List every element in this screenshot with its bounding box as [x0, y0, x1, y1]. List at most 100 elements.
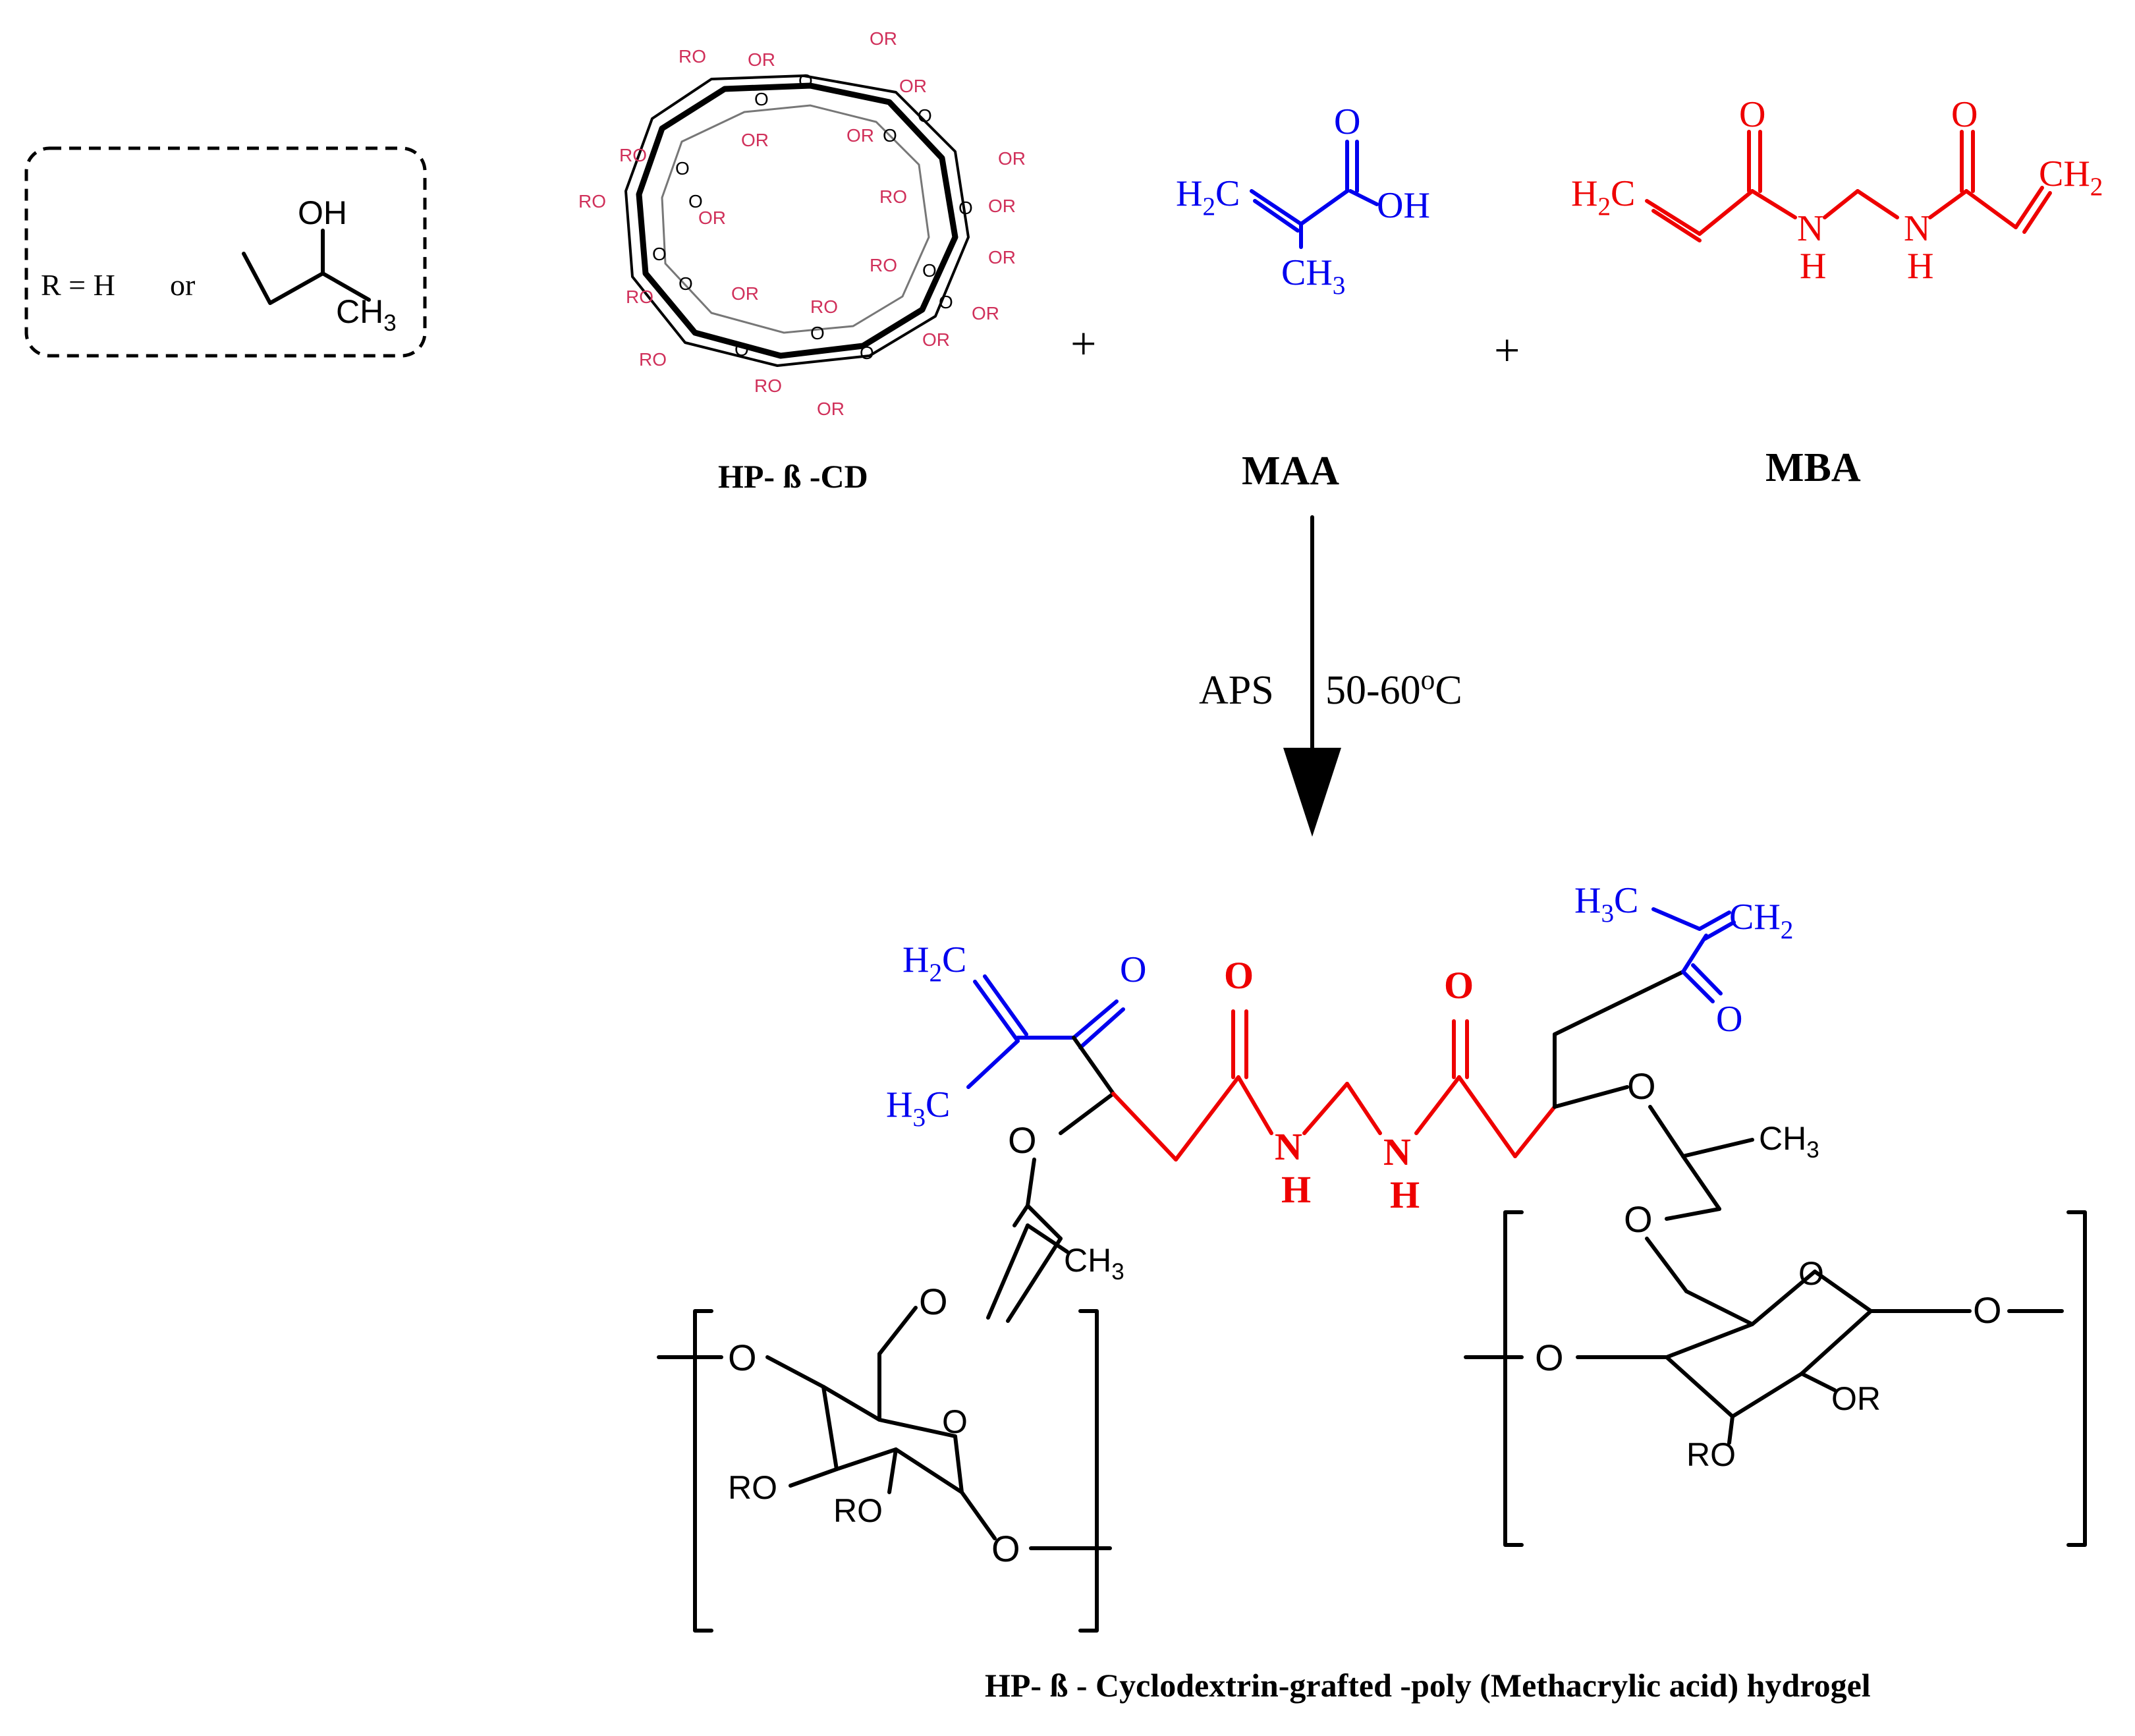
svg-text:RO: RO — [870, 255, 897, 275]
cd-substituents: RO OR OR OR OR OR RO OR RO RO OR OR RO O… — [578, 28, 1026, 419]
svg-text:CH3: CH3 — [1064, 1242, 1124, 1285]
svg-text:RO: RO — [619, 145, 647, 165]
arrowhead — [1283, 748, 1341, 837]
svg-text:O: O — [1739, 94, 1765, 135]
svg-text:O: O — [922, 260, 937, 281]
svg-text:RO: RO — [578, 191, 606, 211]
svg-text:N: N — [1904, 208, 1930, 249]
svg-text:OR: OR — [731, 283, 759, 304]
svg-text:O: O — [735, 339, 749, 360]
svg-text:RO: RO — [728, 1469, 777, 1506]
svg-text:H2C: H2C — [902, 939, 966, 987]
svg-text:O: O — [958, 198, 973, 218]
svg-text:RO: RO — [810, 296, 838, 317]
svg-text:O: O — [1951, 94, 1978, 135]
plus-sign-1: + — [1070, 319, 1096, 370]
svg-text:RO: RO — [679, 46, 706, 67]
svg-text:OR: OR — [741, 130, 769, 150]
svg-text:O: O — [919, 1281, 948, 1322]
svg-text:RO: RO — [639, 349, 667, 370]
svg-text:O: O — [883, 125, 897, 146]
svg-text:OR: OR — [870, 28, 897, 49]
svg-text:O: O — [918, 105, 932, 126]
svg-text:O: O — [679, 273, 693, 294]
svg-text:OR: OR — [988, 247, 1016, 267]
svg-text:RO: RO — [833, 1492, 883, 1529]
svg-text:RO: RO — [754, 376, 782, 396]
svg-text:O: O — [728, 1337, 757, 1378]
maa-label: MAA — [1242, 449, 1339, 493]
mba-label: MBA — [1765, 445, 1861, 490]
plus-sign-2: + — [1494, 325, 1520, 376]
svg-text:O: O — [1444, 964, 1474, 1007]
svg-text:CH2: CH2 — [1729, 897, 1793, 944]
svg-text:O: O — [1120, 949, 1146, 990]
svg-text:H: H — [1907, 246, 1933, 287]
svg-text:H: H — [1281, 1168, 1311, 1211]
svg-text:OR: OR — [972, 303, 999, 323]
svg-text:O: O — [1798, 1255, 1824, 1292]
svg-text:O: O — [1008, 1119, 1037, 1161]
svg-text:CH2: CH2 — [2039, 154, 2103, 201]
svg-text:N: N — [1275, 1125, 1302, 1168]
mba-structure: H2C O N H N H O CH2 MBA — [1571, 94, 2103, 490]
hydroxypropyl-skeleton — [242, 252, 371, 305]
cd-ring-oxygens: O O O O O O O O O O O O O O — [652, 70, 973, 363]
svg-text:H2C: H2C — [1571, 173, 1635, 221]
svg-text:OR: OR — [817, 399, 845, 419]
svg-text:H: H — [1800, 246, 1826, 287]
svg-text:O: O — [942, 1403, 968, 1440]
svg-text:OR: OR — [748, 49, 775, 70]
product-label: HP- ß - Cyclodextrin-grafted -poly (Meth… — [985, 1667, 1871, 1704]
svg-text:H3C: H3C — [886, 1084, 950, 1132]
svg-text:H3C: H3C — [1574, 880, 1638, 928]
product-structure: H2C H3C O O O N H N H O O — [657, 880, 2087, 1704]
svg-text:O: O — [1224, 954, 1254, 997]
svg-text:N: N — [1797, 208, 1823, 249]
svg-text:CH3: CH3 — [1759, 1120, 1819, 1163]
maa-structure: H2C O OH CH3 MAA — [1176, 101, 1430, 493]
svg-text:O: O — [652, 244, 667, 264]
initiator-label: APS — [1199, 668, 1274, 713]
svg-text:RO: RO — [626, 287, 653, 307]
svg-text:OR: OR — [988, 196, 1016, 216]
hp-beta-cd-structure: O O O O O O O O O O O O O O RO OR OR OR … — [578, 28, 1026, 495]
svg-text:H: H — [1390, 1173, 1420, 1216]
svg-text:OR: OR — [998, 148, 1026, 169]
svg-text:OR: OR — [698, 208, 726, 228]
hp-beta-cd-label: HP- ß -CD — [718, 458, 868, 495]
r-group-legend: R = H or OH CH3 — [24, 146, 427, 358]
svg-text:CH3: CH3 — [1281, 252, 1345, 300]
svg-text:N: N — [1383, 1131, 1411, 1173]
svg-text:O: O — [1334, 101, 1360, 142]
temperature-label: 50-60oC — [1325, 664, 1462, 713]
svg-text:O: O — [754, 89, 769, 109]
svg-text:O: O — [1716, 999, 1742, 1040]
svg-text:O: O — [1627, 1065, 1656, 1107]
svg-text:O: O — [810, 323, 825, 343]
svg-text:OR: OR — [899, 76, 927, 96]
svg-text:O: O — [1973, 1289, 2002, 1331]
svg-text:OH: OH — [1377, 185, 1430, 226]
svg-text:O: O — [1535, 1337, 1564, 1378]
svg-text:O: O — [675, 158, 690, 179]
legend-r-definition: R = H — [41, 268, 115, 302]
legend-ch3: CH3 — [336, 293, 397, 336]
svg-text:O: O — [1624, 1198, 1653, 1240]
reaction-arrow: APS 50-60oC — [1199, 515, 1462, 837]
svg-text:O: O — [939, 292, 953, 312]
svg-text:H2C: H2C — [1176, 173, 1240, 221]
svg-text:OR: OR — [922, 329, 950, 350]
svg-text:O: O — [991, 1528, 1020, 1569]
svg-text:RO: RO — [879, 186, 907, 207]
legend-dashed-box — [24, 146, 427, 358]
svg-text:O: O — [860, 343, 874, 363]
legend-or-word: or — [170, 268, 195, 302]
svg-text:O: O — [688, 191, 703, 211]
svg-text:OR: OR — [1831, 1380, 1881, 1417]
svg-text:O: O — [798, 70, 813, 91]
svg-text:OR: OR — [846, 125, 874, 146]
svg-text:RO: RO — [1686, 1436, 1736, 1473]
legend-oh: OH — [298, 194, 347, 231]
